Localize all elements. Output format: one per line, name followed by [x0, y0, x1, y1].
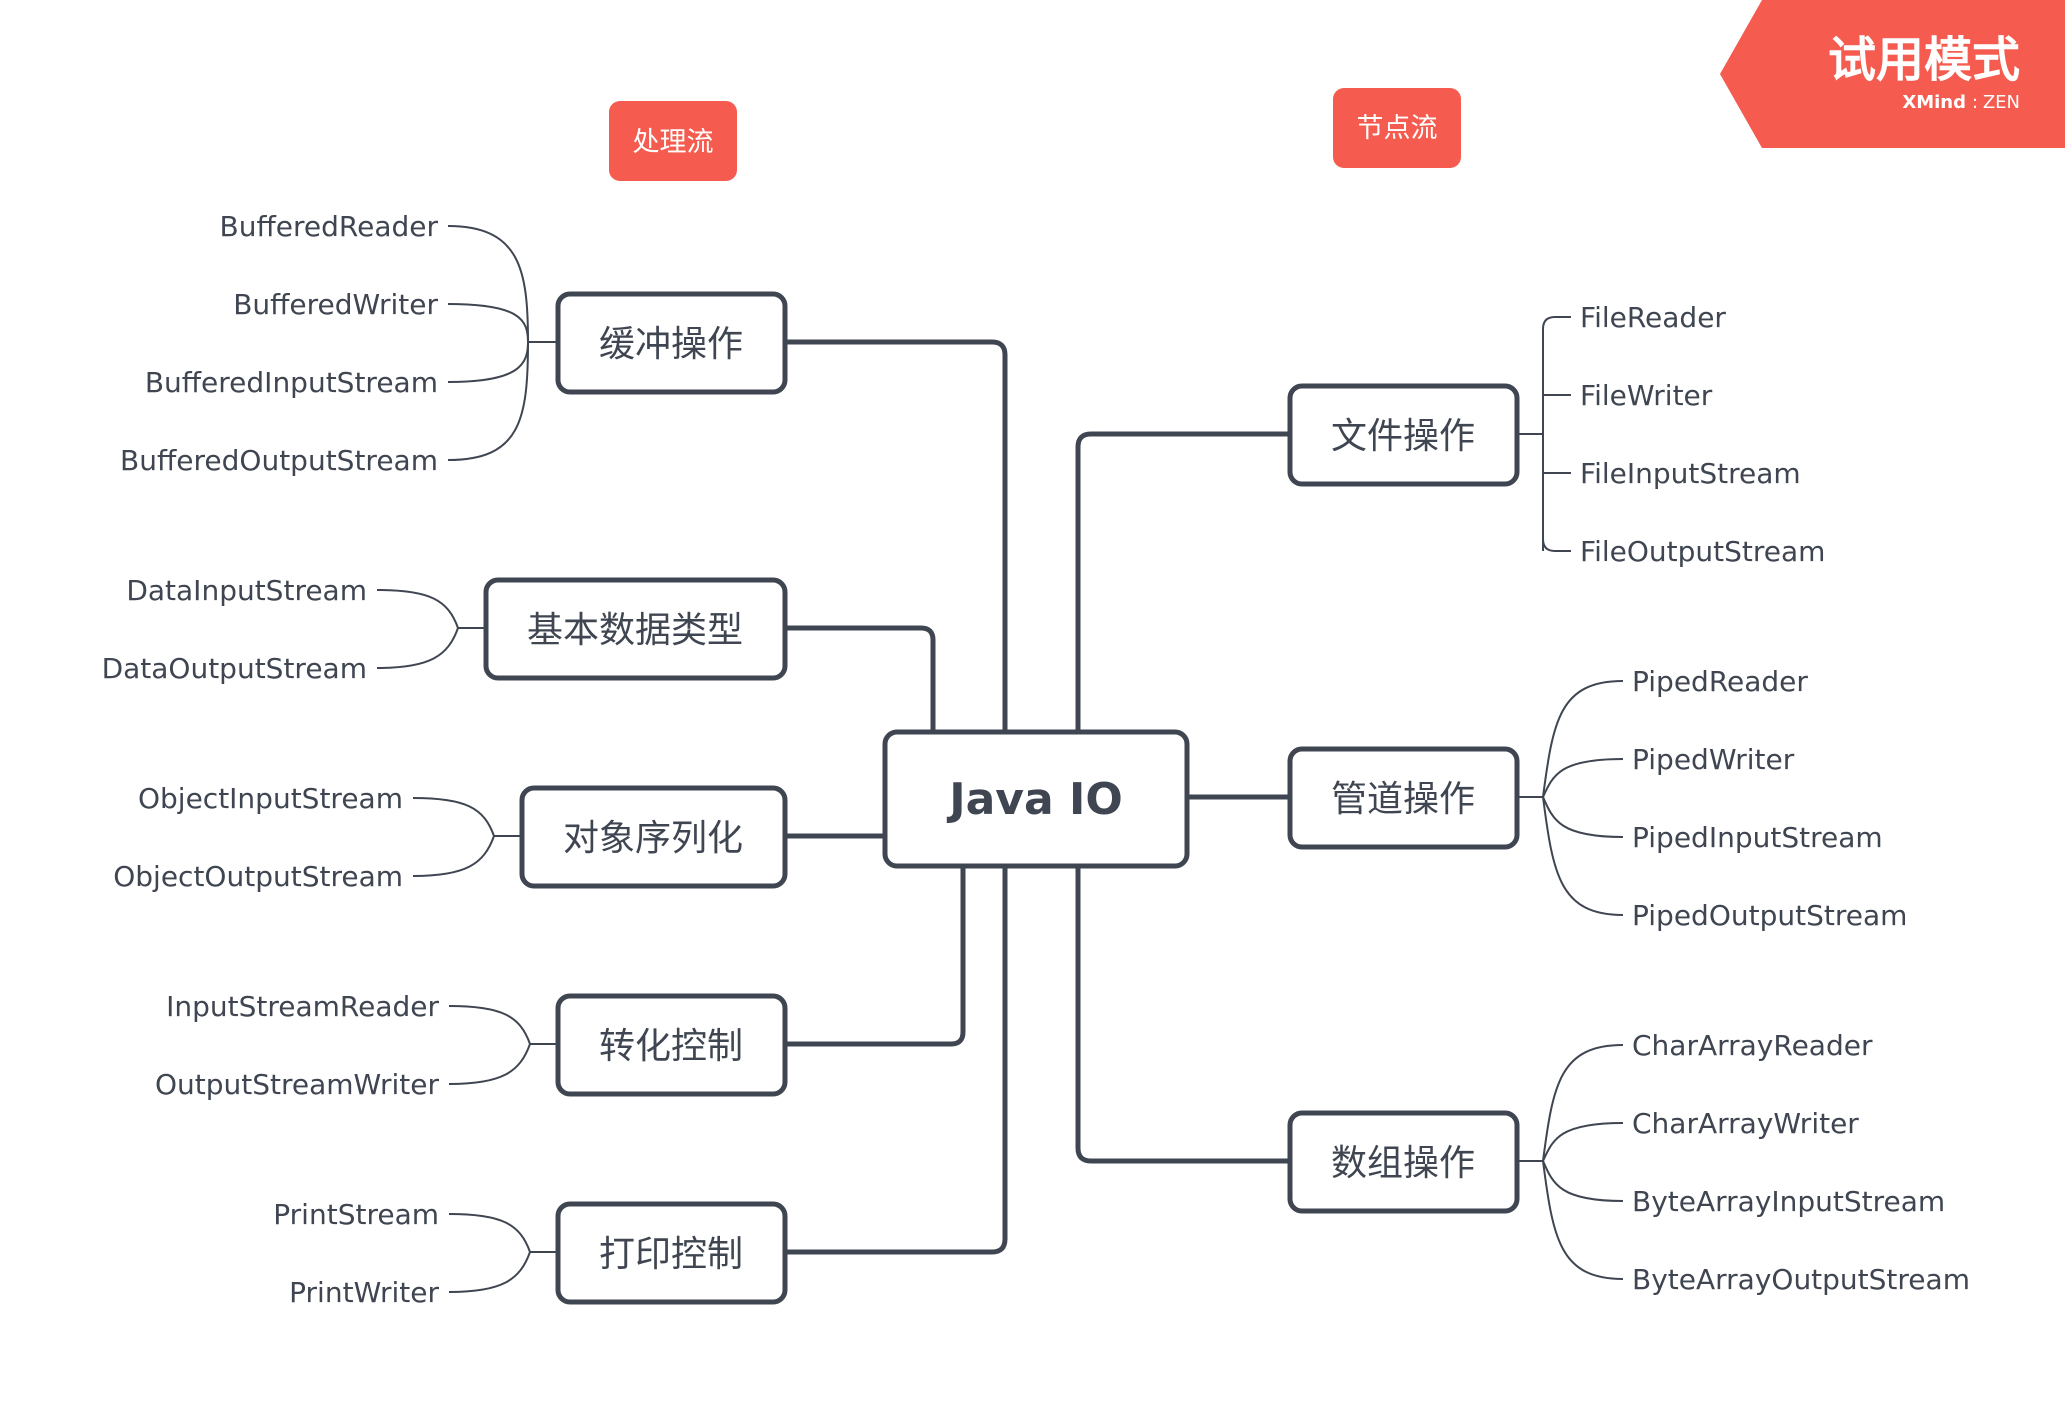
- branch-label: 缓冲操作: [599, 324, 743, 365]
- branch-label: 管道操作: [1331, 779, 1475, 820]
- connector-file: [1075, 431, 1290, 730]
- watermark-separator: :: [1972, 92, 1978, 113]
- watermark-ribbon: [1720, 0, 2065, 148]
- branch-node-data-types[interactable]: 基本数据类型: [483, 577, 788, 681]
- tag-left-label: 处理流: [633, 127, 714, 158]
- leaf-label[interactable]: FileInputStream: [1580, 457, 1801, 490]
- watermark-brand: XMind: [1902, 92, 1966, 113]
- leaf-label[interactable]: ByteArrayInputStream: [1632, 1185, 1945, 1218]
- main-connectors: [785, 339, 1290, 1255]
- leaf-label[interactable]: PrintStream: [273, 1198, 439, 1231]
- branch-node-serialization[interactable]: 对象序列化: [519, 785, 788, 889]
- branch-node-conversion[interactable]: 转化控制: [555, 993, 788, 1097]
- branch-label: 文件操作: [1331, 416, 1475, 457]
- central-node[interactable]: Java IO: [882, 729, 1190, 869]
- leaf-label[interactable]: ObjectInputStream: [138, 782, 403, 815]
- branch-node-file[interactable]: 文件操作: [1287, 383, 1520, 487]
- leaf-label[interactable]: PipedWriter: [1632, 743, 1795, 776]
- connector-convert: [785, 866, 966, 1047]
- branch-label: 转化控制: [599, 1026, 743, 1067]
- watermark-edition: ZEN: [1983, 92, 2020, 113]
- leaf-label[interactable]: ObjectOutputStream: [113, 860, 403, 893]
- leaf-label[interactable]: PipedOutputStream: [1632, 899, 1907, 932]
- watermark-title: 试用模式: [1828, 32, 2020, 88]
- tag-processing-stream[interactable]: 处理流: [609, 101, 737, 181]
- right-leaves: FileReader FileWriter FileInputStream Fi…: [1580, 301, 1970, 1296]
- branch-label: 打印控制: [599, 1234, 743, 1275]
- leaf-label[interactable]: CharArrayWriter: [1632, 1107, 1859, 1140]
- trial-watermark: 试用模式 XMind : ZEN: [1720, 0, 2065, 148]
- connector-array: [1075, 866, 1290, 1164]
- left-leaves: BufferedReader BufferedWriter BufferedIn…: [102, 210, 440, 1309]
- leaf-label[interactable]: DataOutputStream: [102, 652, 367, 685]
- tag-node-stream[interactable]: 节点流: [1333, 88, 1461, 168]
- branch-node-pipe[interactable]: 管道操作: [1287, 746, 1520, 850]
- tag-right-label: 节点流: [1357, 113, 1438, 144]
- leaf-label[interactable]: FileWriter: [1580, 379, 1713, 412]
- connector-data: [785, 625, 936, 730]
- branch-label: 数组操作: [1331, 1143, 1475, 1184]
- leaf-label[interactable]: DataInputStream: [126, 574, 367, 607]
- leaf-label[interactable]: PrintWriter: [289, 1276, 439, 1309]
- branch-label: 对象序列化: [563, 818, 743, 859]
- central-label: Java IO: [946, 774, 1123, 825]
- branch-node-buffer[interactable]: 缓冲操作: [555, 291, 788, 395]
- branch-node-print[interactable]: 打印控制: [555, 1201, 788, 1305]
- leaf-label[interactable]: BufferedOutputStream: [120, 444, 438, 477]
- leaf-label[interactable]: OutputStreamWriter: [155, 1068, 439, 1101]
- leaf-label[interactable]: BufferedInputStream: [145, 366, 438, 399]
- leaf-label[interactable]: PipedReader: [1632, 665, 1808, 698]
- leaf-label[interactable]: ByteArrayOutputStream: [1632, 1263, 1970, 1296]
- leaf-label[interactable]: BufferedWriter: [233, 288, 438, 321]
- connector-buffer: [785, 339, 1008, 730]
- branch-node-array[interactable]: 数组操作: [1287, 1110, 1520, 1214]
- connector-print: [785, 866, 1008, 1255]
- leaf-label[interactable]: FileReader: [1580, 301, 1726, 334]
- branch-label: 基本数据类型: [527, 610, 743, 651]
- leaf-label[interactable]: CharArrayReader: [1632, 1029, 1873, 1062]
- leaf-label[interactable]: InputStreamReader: [166, 990, 439, 1023]
- leaf-label[interactable]: PipedInputStream: [1632, 821, 1883, 854]
- leaf-connectors: [376, 225, 1624, 1293]
- leaf-label[interactable]: FileOutputStream: [1580, 535, 1825, 568]
- leaf-label[interactable]: BufferedReader: [220, 210, 439, 243]
